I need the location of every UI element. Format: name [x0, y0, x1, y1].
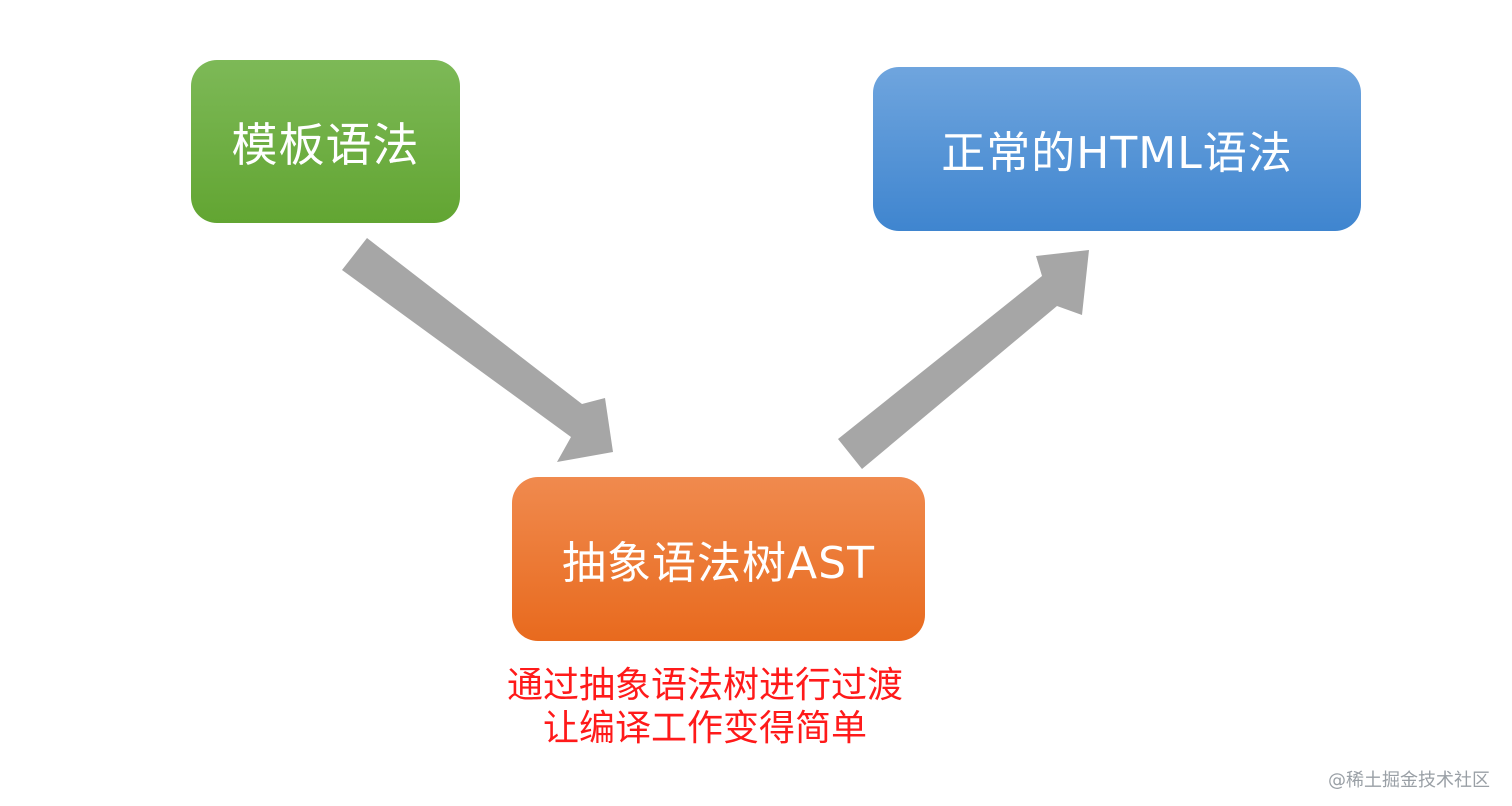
template-syntax-label: 模板语法: [231, 117, 420, 172]
html-syntax-node: 正常的HTML语法: [873, 67, 1361, 231]
ast-label: 抽象语法树AST: [562, 538, 875, 589]
note-line-2: 让编译工作变得简单: [542, 708, 867, 749]
arrow-template-to-ast: [342, 238, 613, 462]
watermark: @稀土掘金技术社区: [1328, 770, 1490, 791]
html-syntax-label: 正常的HTML语法: [941, 128, 1293, 179]
arrow-ast-to-html: [838, 250, 1089, 469]
template-syntax-node: 模板语法: [191, 60, 460, 223]
ast-node: 抽象语法树AST: [512, 477, 925, 641]
note-line-1: 通过抽象语法树进行过渡: [506, 665, 903, 706]
